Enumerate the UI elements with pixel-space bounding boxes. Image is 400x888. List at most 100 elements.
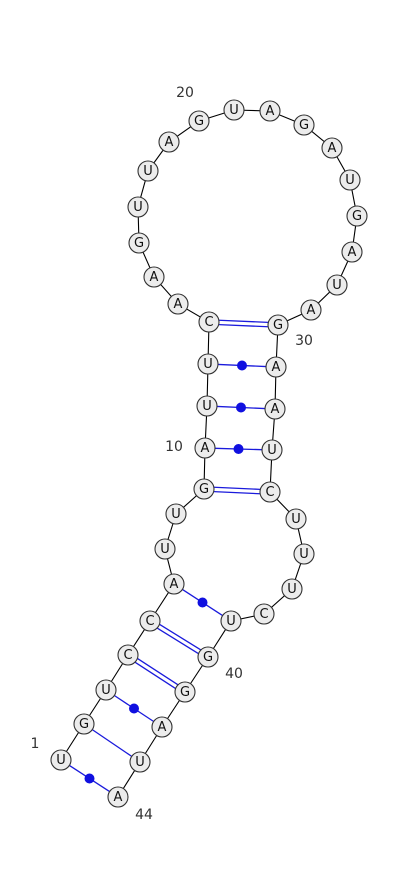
nucleotide-letter: U [267,443,277,458]
nucleotide-21: U [223,99,245,121]
nucleotide-letter: A [201,441,210,456]
position-label-44: 44 [135,807,153,823]
base-pair-11-32 [216,402,266,413]
nucleotide-circle [165,503,187,525]
nucleotide-10: A [194,437,216,459]
nucleotide-letter: A [271,402,280,417]
nucleotide-letter: G [273,318,283,333]
nucleotide-circle [154,538,176,560]
nucleotide-circle [117,644,139,666]
nucleotide-letter: U [345,173,355,188]
nucleotide-36: U [293,543,315,565]
nucleotide-23: G [293,114,315,136]
nucleotide-circle [196,395,218,417]
nucleotide-circle [50,749,72,771]
nucleotide-5: C [139,610,161,632]
nucleotide-circle [341,241,363,263]
nucleotide-30: G [267,314,289,336]
nucleotide-circle [193,478,215,500]
nucleotide-4: C [117,644,139,666]
nucleotide-circle [265,356,287,378]
nucleotide-circle [167,293,189,315]
nucleotide-letter: U [202,399,212,414]
nucleotide-letter: G [194,114,204,129]
nucleotide-letter: A [165,135,174,150]
nucleotide-letter: G [134,236,144,251]
nucleotide-letter: C [123,648,132,663]
nucleotide-circle [259,481,281,503]
nucleotide-letter: C [259,607,268,622]
nucleotide-letter: C [204,315,213,330]
position-label-1: 1 [31,736,40,752]
wobble-dot [129,703,139,714]
nucleotide-letter: C [145,614,154,629]
nucleotide-circle [128,232,150,254]
wobble-dot [236,402,246,413]
wobble-dot [233,444,244,454]
nucleotide-letter: G [203,650,213,665]
position-label-20: 20 [176,85,194,101]
nucleotide-2: G [73,713,95,735]
nucleotide-24: A [321,137,343,159]
nucleotide-circle [220,610,242,632]
nucleotide-34: C [259,481,281,503]
nucleotide-letter: A [114,790,123,805]
nucleotide-circle [197,646,219,668]
nucleotide-circle [151,716,173,738]
nucleotide-circle [346,205,368,227]
nucleotide-3: U [95,679,117,701]
nucleotide-17: U [127,196,149,218]
nucleotide-circle [137,160,159,182]
nucleotide-circle [261,439,283,461]
nucleotide-letter: G [299,118,309,133]
nucleotide-37: U [281,578,303,600]
nucleotide-circle [188,110,210,132]
nucleotide-circle [293,114,315,136]
base-pair-2-43 [91,729,133,757]
nucleotide-33: U [261,439,283,461]
nucleotide-letter: U [143,164,153,179]
nucleotide-letter: U [133,200,143,215]
nucleotide-letter: G [180,685,190,700]
nucleotide-letter: U [299,547,309,562]
nucleotide-letter: A [272,360,281,375]
nucleotide-circle [259,100,281,122]
nucleotide-circle [197,353,219,375]
nucleotide-41: G [174,681,196,703]
nucleotide-letter: A [150,270,159,285]
base-pair-4-41 [134,658,179,689]
base-pair-9-34 [213,486,261,495]
nucleotide-circle [293,543,315,565]
nucleotide-14: A [167,293,189,315]
nucleotide-43: U [129,751,151,773]
nucleotide-42: A [151,716,173,738]
nucleotide-19: A [158,131,180,153]
base-pair-5-40 [156,623,202,655]
nucleotide-circle [107,786,129,808]
nucleotide-39: U [220,610,242,632]
base-pair-13-30 [218,319,269,328]
nucleotide-letter: A [174,297,183,312]
nucleotide-6: A [163,573,185,595]
base-pair-6-39 [182,588,223,617]
nucleotide-letter: G [199,482,209,497]
nucleotide-letter: G [79,717,89,732]
nucleotide-circle [163,573,185,595]
position-label-10: 10 [165,439,183,455]
nucleotide-38: C [253,603,275,625]
wobble-dot [237,360,247,371]
nucleotide-32: A [264,398,286,420]
nucleotide-7: U [154,538,176,560]
nucleotide-letter: C [265,485,274,500]
base-pair-10-33 [214,444,263,454]
nucleotide-circle [339,169,361,191]
nucleotide-circle [223,99,245,121]
nucleotide-circle [253,603,275,625]
nucleotide-circle [174,681,196,703]
nucleotide-circle [326,274,348,296]
nucleotide-letter: A [307,303,316,318]
nucleotide-letter: U [226,614,236,629]
nucleotide-circle [158,131,180,153]
nucleotide-31: A [265,356,287,378]
